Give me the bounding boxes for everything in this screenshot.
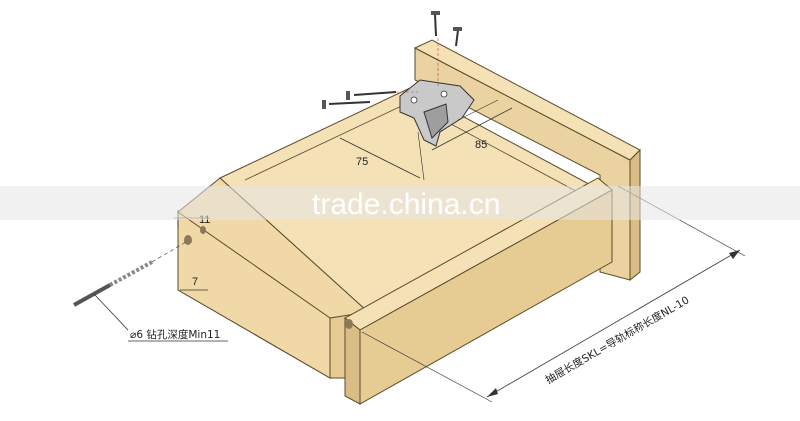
length-ext-1: [361, 331, 493, 403]
bracket-clip-icon: [399, 79, 475, 147]
dimension-7: 7: [180, 276, 208, 291]
screw-3: [353, 91, 397, 96]
screw-4-head: [322, 100, 326, 109]
screw-3-head: [346, 91, 350, 100]
length-arrow-2: [729, 250, 740, 259]
dimension-85: 85: [431, 99, 513, 151]
dim-85-label: 85: [475, 139, 487, 151]
dim-75-ext: [417, 131, 425, 181]
watermark-text: trade.china.cn: [312, 188, 500, 221]
length-label: 抽屉长度SKL=导轨标称长度NL-10: [543, 293, 691, 386]
dim-75-line: [339, 137, 421, 179]
drill-flute: [109, 260, 153, 287]
drill-shank: [73, 283, 111, 307]
dowel-hole-right: [345, 319, 353, 329]
dim-7-label: 7: [192, 276, 198, 288]
screw-4: [328, 101, 371, 105]
screw-2: [455, 29, 459, 47]
drill-note-leader: [93, 293, 129, 331]
drill-note: ⌀6 钻孔深度Min11: [93, 293, 228, 342]
dim-75-label: 75: [356, 156, 368, 168]
length-dim-line: [486, 249, 741, 398]
drill-note-text: ⌀6 钻孔深度Min11: [130, 328, 220, 341]
dim-85-ext: [457, 99, 499, 121]
dowel-hole-left: [200, 226, 206, 234]
drill-bit-icon: [73, 241, 187, 307]
bracket-lever: [423, 103, 449, 139]
watermark: trade.china.cn: [0, 186, 800, 221]
screw-icon: [322, 11, 462, 109]
bracket-hole-2: [440, 90, 448, 98]
side-rail-edge: [344, 316, 361, 405]
dimension-75: 75: [339, 131, 425, 181]
dowel-hole-upper: [184, 235, 192, 245]
length-arrow-1: [487, 388, 498, 397]
screw-1: [434, 13, 437, 37]
dim-85-line: [431, 107, 513, 151]
watermark-band: [0, 186, 800, 220]
screw-1-head: [431, 11, 440, 15]
screw-2-head: [453, 27, 462, 31]
bracket-hole-1: [410, 96, 418, 104]
